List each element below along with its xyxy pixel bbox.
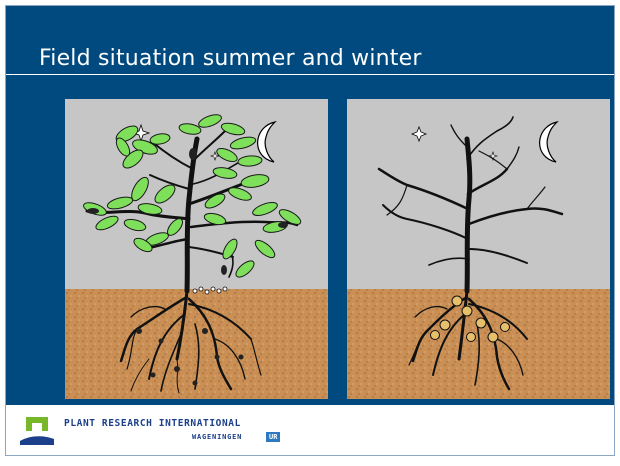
summer-panel — [65, 99, 328, 399]
winter-panel — [347, 99, 610, 399]
summer-illustration — [65, 99, 328, 399]
winter-roots — [408, 289, 528, 391]
star-icon — [488, 151, 498, 161]
root-nodules — [136, 328, 244, 386]
moon-icon — [539, 120, 559, 163]
fallen-eggs — [192, 286, 228, 295]
slide-title: Field situation summer and winter — [39, 46, 422, 71]
slide: Field situation summer and winter — [5, 5, 615, 456]
brand-name: PLANT RESEARCH INTERNATIONAL — [64, 418, 241, 429]
moon-icon — [257, 120, 277, 163]
sky-area — [347, 99, 610, 289]
footer: PLANT RESEARCH INTERNATIONAL WAGENINGEN … — [6, 405, 614, 455]
brand-subtitle: WAGENINGEN — [192, 433, 243, 441]
insects — [87, 148, 288, 275]
leaves — [83, 114, 302, 278]
title-divider — [6, 74, 614, 75]
bare-branches — [377, 116, 564, 294]
brand-badge: UR — [266, 432, 281, 442]
overwintering-cysts — [430, 295, 510, 343]
star-icon — [410, 125, 428, 143]
star-icon — [210, 151, 220, 161]
winter-illustration — [347, 99, 610, 399]
title-band: Field situation summer and winter — [6, 6, 614, 75]
logo-icon — [20, 417, 54, 445]
